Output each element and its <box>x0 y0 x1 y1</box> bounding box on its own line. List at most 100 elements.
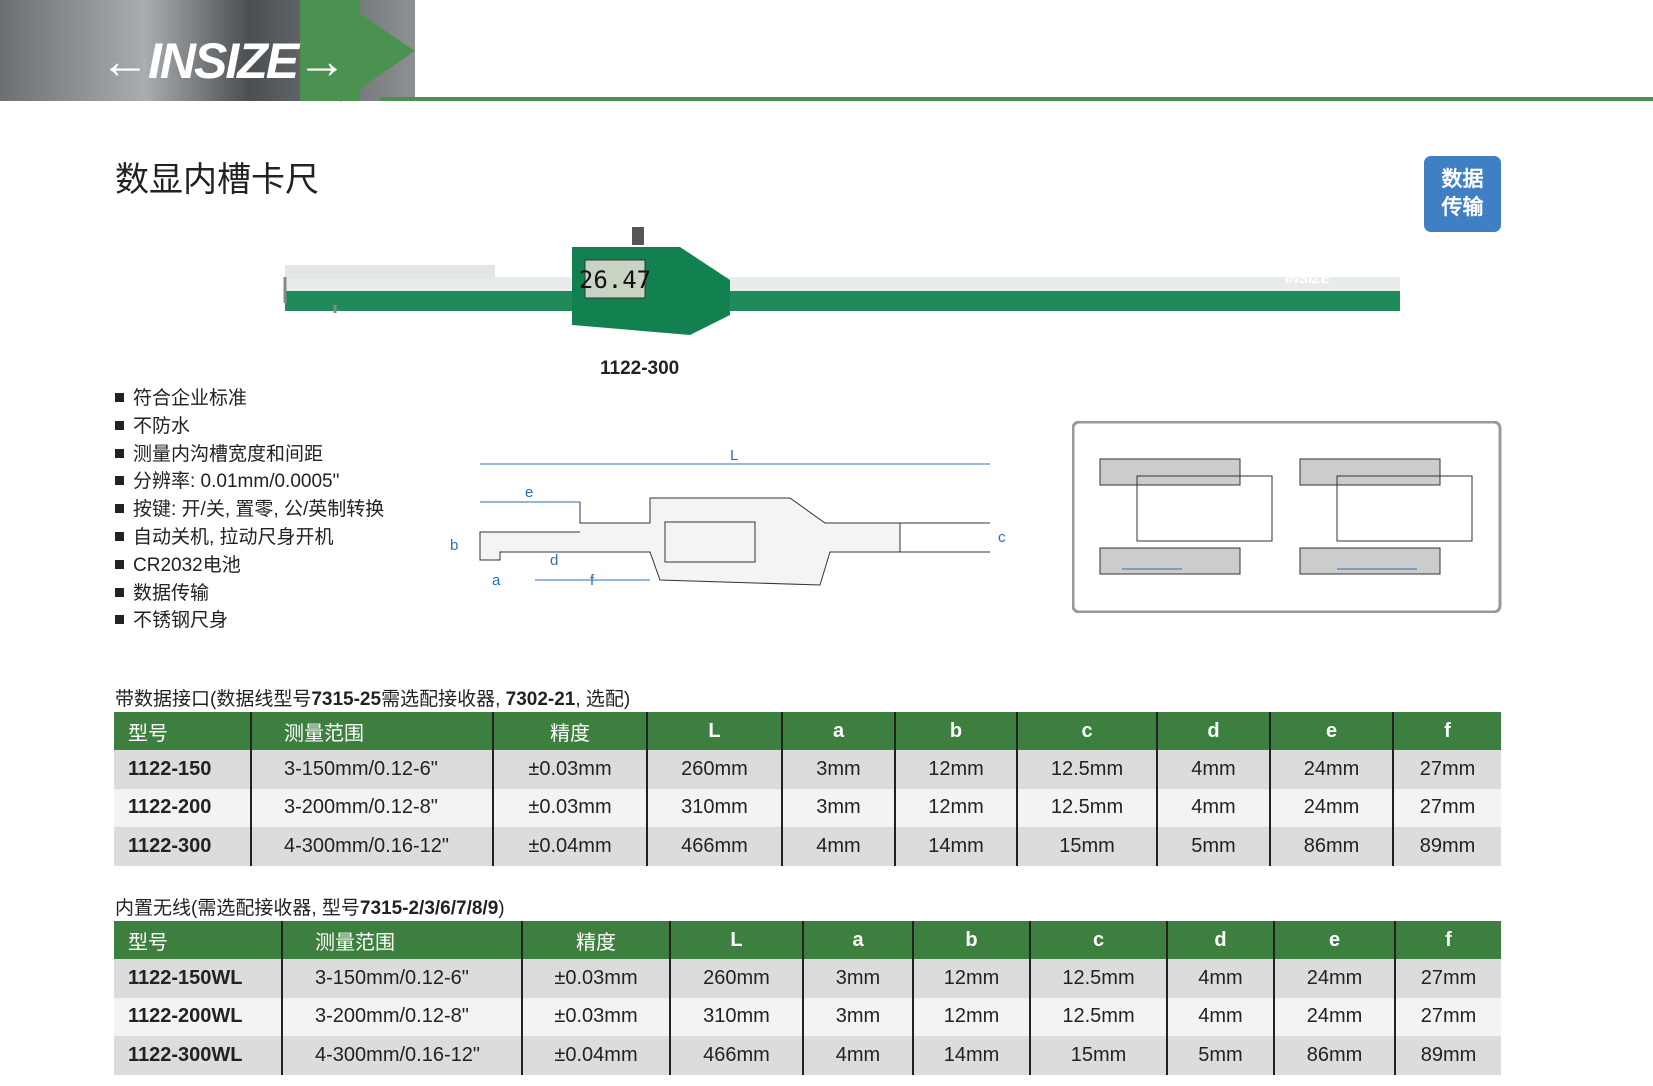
groove-usage-diagram <box>1072 421 1502 613</box>
column-header: f <box>1395 921 1501 959</box>
table1-caption: 带数据接口(数据线型号7315-25需选配接收器, 7302-21, 选配) <box>115 689 631 710</box>
table-cell: 4-300mm/0.16-12" <box>251 827 494 866</box>
table-cell: 27mm <box>1395 959 1501 998</box>
table-cell: 3-200mm/0.12-8" <box>251 788 494 827</box>
table-cell: 1122-150 <box>114 750 252 789</box>
table-cell: 5mm <box>1167 1036 1275 1075</box>
table-cell: 12mm <box>895 788 1018 827</box>
feature-item: 符合企业标准 <box>115 385 384 413</box>
badge-line: 数据 <box>1441 168 1484 191</box>
caliper-product-image: 26.47 INSIZE <box>283 227 1400 335</box>
table-cell: 466mm <box>670 1036 804 1075</box>
column-header: d <box>1167 921 1275 959</box>
column-header: 精度 <box>522 921 671 959</box>
column-header: c <box>1030 921 1168 959</box>
column-header: b <box>895 712 1018 750</box>
table-cell: 3mm <box>803 997 914 1036</box>
column-header: e <box>1270 712 1394 750</box>
column-header: 测量范围 <box>282 921 523 959</box>
feature-list: 符合企业标准 不防水 测量内沟槽宽度和间距 分辨率: 0.01mm/0.0005… <box>115 385 384 635</box>
column-header: 型号 <box>114 921 283 959</box>
table-cell: 27mm <box>1393 750 1501 789</box>
column-header: f <box>1393 712 1501 750</box>
table-cell: 260mm <box>670 959 804 998</box>
header-chevron-tip <box>340 0 415 102</box>
table-cell: 12.5mm <box>1030 959 1168 998</box>
column-header: 型号 <box>114 712 252 750</box>
badge-line: 传输 <box>1441 196 1484 219</box>
table-cell: 4mm <box>1157 750 1271 789</box>
svg-text:d: d <box>550 552 558 569</box>
svg-text:c: c <box>998 529 1006 546</box>
table-cell: 310mm <box>670 997 804 1036</box>
table-cell: 12mm <box>895 750 1018 789</box>
feature-item: 按键: 开/关, 置零, 公/英制转换 <box>115 496 384 524</box>
feature-item: 不防水 <box>115 413 384 441</box>
table-cell: ±0.03mm <box>493 750 648 789</box>
table-cell: 1122-200WL <box>114 997 283 1036</box>
page-title: 数显内槽卡尺 <box>115 161 319 199</box>
table-cell: 260mm <box>647 750 783 789</box>
table-cell: 15mm <box>1017 827 1158 866</box>
svg-text:L: L <box>730 447 738 464</box>
table-cell: 3mm <box>803 959 914 998</box>
feature-item: CR2032电池 <box>115 552 384 580</box>
table-cell: 4mm <box>782 827 896 866</box>
table-cell: 24mm <box>1274 959 1396 998</box>
table-cell: ±0.03mm <box>493 788 648 827</box>
table-cell: ±0.04mm <box>522 1036 671 1075</box>
table-cell: 3-150mm/0.12-6" <box>282 959 523 998</box>
table-cell: 86mm <box>1270 827 1394 866</box>
table-cell: 1122-200 <box>114 788 252 827</box>
table-cell: 89mm <box>1393 827 1501 866</box>
table-cell: 12.5mm <box>1017 750 1158 789</box>
feature-item: 测量内沟槽宽度和间距 <box>115 441 384 469</box>
table-cell: 12mm <box>913 997 1031 1036</box>
table-cell: 86mm <box>1274 1036 1396 1075</box>
data-transfer-badge: 数据传输 <box>1424 156 1501 232</box>
table-cell: 12mm <box>913 959 1031 998</box>
column-header: L <box>670 921 804 959</box>
table-cell: 24mm <box>1270 788 1394 827</box>
table-cell: ±0.04mm <box>493 827 648 866</box>
table-cell: 24mm <box>1274 997 1396 1036</box>
column-header: L <box>647 712 783 750</box>
dimension-diagram: L e b a d f c <box>450 447 1006 589</box>
column-header: a <box>782 712 896 750</box>
feature-item: 自动关机, 拉动尺身开机 <box>115 524 384 552</box>
table-cell: 27mm <box>1393 788 1501 827</box>
table-cell: 24mm <box>1270 750 1394 789</box>
table-cell: 5mm <box>1157 827 1271 866</box>
table-cell: 4mm <box>1167 959 1275 998</box>
table-cell: ±0.03mm <box>522 997 671 1036</box>
table-cell: 15mm <box>1030 1036 1168 1075</box>
svg-text:e: e <box>525 484 533 501</box>
table-cell: 3-200mm/0.12-8" <box>282 997 523 1036</box>
column-header: d <box>1157 712 1271 750</box>
table-cell: 3-150mm/0.12-6" <box>251 750 494 789</box>
table-cell: 14mm <box>913 1036 1031 1075</box>
table-cell: 310mm <box>647 788 783 827</box>
table-cell: ±0.03mm <box>522 959 671 998</box>
table-cell: 12.5mm <box>1030 997 1168 1036</box>
column-header: c <box>1017 712 1158 750</box>
column-header: 精度 <box>493 712 648 750</box>
table-cell: 1122-300 <box>114 827 252 866</box>
column-header: a <box>803 921 914 959</box>
feature-item: 不锈钢尺身 <box>115 607 384 635</box>
table-cell: 4mm <box>1157 788 1271 827</box>
product-model-caption: 1122-300 <box>600 358 680 379</box>
svg-text:a: a <box>492 572 501 589</box>
table2-caption: 内置无线(需选配接收器, 型号7315-2/3/6/7/8/9) <box>115 898 505 919</box>
table-cell: 27mm <box>1395 997 1501 1036</box>
table-cell: 1122-150WL <box>114 959 283 998</box>
column-header: e <box>1274 921 1396 959</box>
feature-item: 数据传输 <box>115 580 384 608</box>
table-cell: 14mm <box>895 827 1018 866</box>
